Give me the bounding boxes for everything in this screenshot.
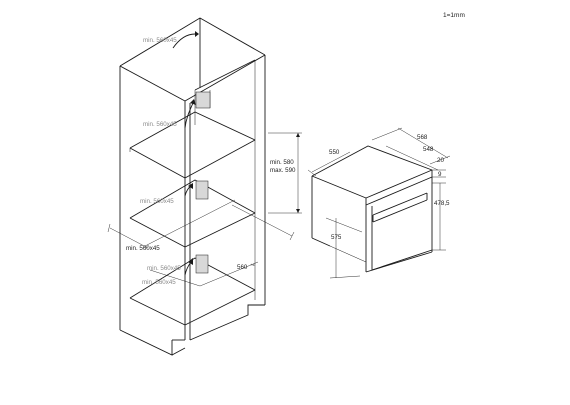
cabinet-left-label: min. 560x45 [126, 245, 160, 252]
oven-front-height: 478,5 [434, 200, 450, 207]
cabinet-width-sup: +4 [250, 262, 255, 267]
cabinet-drawing [107, 17, 302, 356]
cabinet-height-max: max. 590 [270, 167, 296, 174]
oven-body-height: 575 [331, 234, 342, 241]
oven-depth-body: 548 [423, 146, 434, 153]
scale-note: 1=1mm [443, 12, 465, 19]
cabinet-height-min: min. 580 [270, 159, 294, 166]
cabinet-top-label: min. 560x45 [143, 37, 177, 44]
cabinet-lower-label: min. 560x45 [147, 265, 181, 272]
cabinet-middle-label: min. 560x45 [140, 198, 174, 205]
oven-depth-total: 568 [417, 134, 428, 141]
cabinet-width-label: 560 [237, 264, 248, 271]
cabinet-bottom-label: min. 560x45 [142, 279, 176, 286]
oven-drawing [307, 127, 451, 279]
oven-width: 550 [329, 149, 340, 156]
cabinet-upper-label: min. 560x45 [143, 121, 177, 128]
oven-front-thickness: 20 [437, 157, 444, 164]
oven-top-offset: 9 [438, 171, 442, 178]
